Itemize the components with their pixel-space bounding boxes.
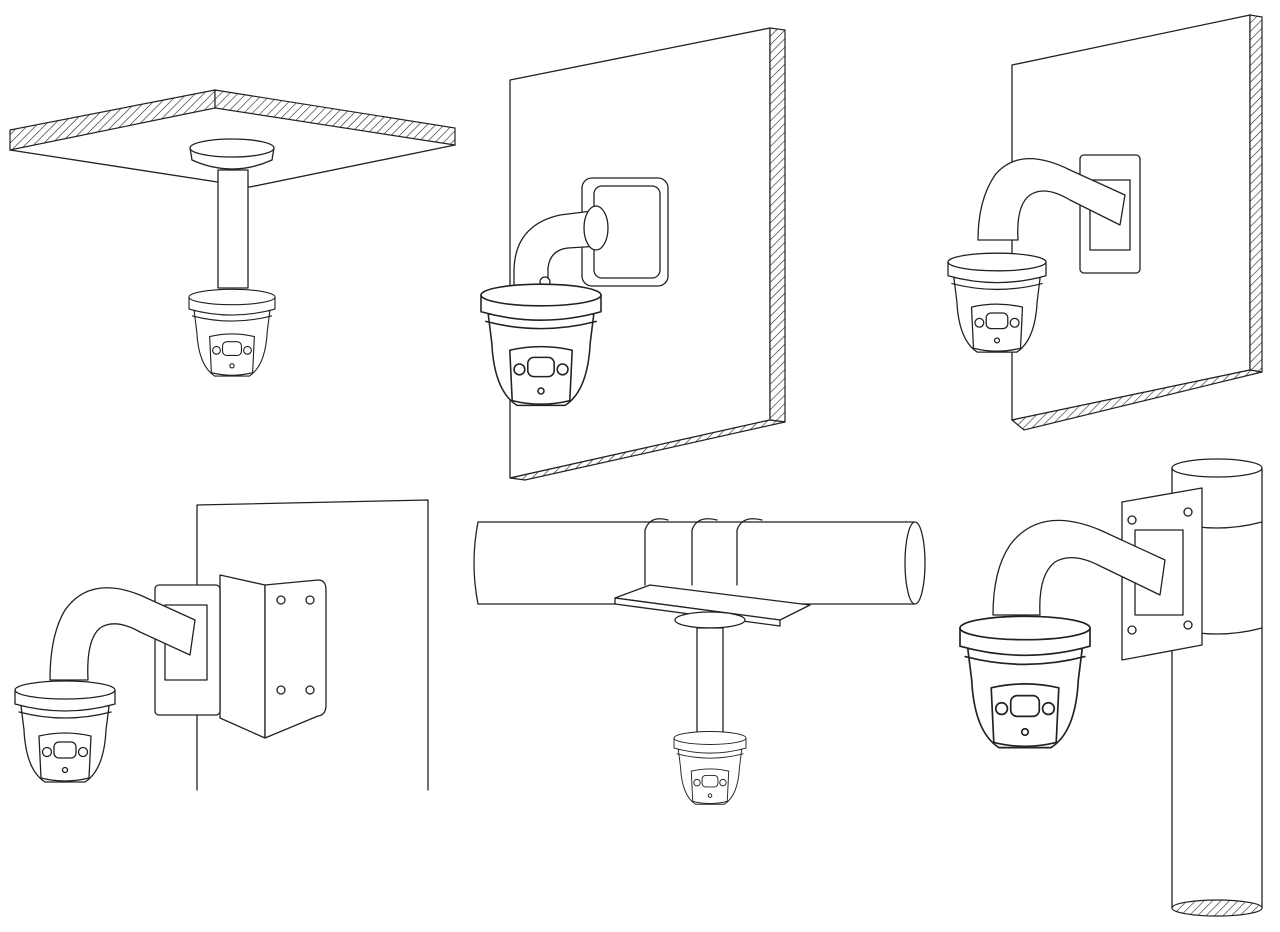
plate-bolt xyxy=(1127,625,1137,635)
camera-sensor xyxy=(707,793,713,798)
wall-bottom xyxy=(509,419,786,481)
camera-sensor xyxy=(537,387,545,395)
ceiling-pole xyxy=(217,169,249,289)
wall-plate-recess xyxy=(1089,179,1131,251)
ceiling-underside xyxy=(9,144,456,188)
pipe-mount-panel xyxy=(473,518,926,805)
pole-mount-panel xyxy=(959,458,1263,917)
camera-lens xyxy=(221,341,243,357)
wall-junction-box-panel xyxy=(480,27,786,481)
corner-mount-panel xyxy=(14,499,429,791)
gooseneck-arm xyxy=(49,587,196,681)
camera xyxy=(673,731,747,805)
wall-bottom xyxy=(1010,369,1263,431)
camera-band-line xyxy=(485,320,597,330)
camera-lens xyxy=(985,312,1009,330)
pipe-strap xyxy=(736,518,763,586)
pipe-pole xyxy=(696,627,724,734)
corner-bracket-front xyxy=(219,574,266,739)
camera-ir-led xyxy=(719,778,727,787)
camera-ir-led xyxy=(77,746,89,758)
camera xyxy=(14,680,116,783)
camera-band-line xyxy=(18,711,112,719)
camera-sensor xyxy=(61,766,69,774)
camera-ir-led xyxy=(41,746,53,758)
camera-top-disc xyxy=(673,731,747,745)
camera-ir-led xyxy=(693,778,701,787)
gooseneck-arm xyxy=(992,519,1166,616)
camera-band-line xyxy=(951,282,1043,291)
camera-lens xyxy=(53,741,77,759)
camera-ir-led xyxy=(243,345,252,355)
wall-arm-panel xyxy=(947,14,1263,431)
wall-edge xyxy=(769,27,786,423)
camera-ir-led xyxy=(994,701,1009,716)
camera-lens xyxy=(527,356,555,378)
mount-flange xyxy=(674,611,746,629)
camera-ir-led xyxy=(556,363,569,376)
gooseneck-arm xyxy=(977,158,1126,241)
camera xyxy=(480,283,602,407)
camera-ir-led xyxy=(974,317,985,328)
camera-top-disc xyxy=(14,680,116,700)
camera-lens xyxy=(701,774,719,788)
pole-cut-section xyxy=(1171,899,1263,917)
camera-ir-led xyxy=(1041,701,1056,716)
pipe-strap xyxy=(691,518,718,586)
plate-bolt xyxy=(1127,515,1137,525)
arm-flange xyxy=(583,205,609,251)
camera-top-disc xyxy=(480,283,602,307)
camera-top-disc xyxy=(947,252,1047,272)
bracket-bolt xyxy=(305,595,315,605)
plate-bolt xyxy=(1183,507,1193,517)
camera-sensor xyxy=(993,337,1001,344)
bracket-bolt xyxy=(276,685,286,695)
camera-band-line xyxy=(676,753,744,759)
camera-band-line xyxy=(191,315,273,322)
camera xyxy=(947,252,1047,353)
camera-sensor xyxy=(1020,727,1030,737)
ceiling-bracket-top xyxy=(189,138,275,158)
corner-bracket-side xyxy=(264,579,327,739)
camera-ir-led xyxy=(212,345,221,355)
ceiling-mount-panel xyxy=(9,89,456,377)
ceiling-slab-right xyxy=(214,89,456,146)
pole-top xyxy=(1171,458,1263,478)
camera xyxy=(188,288,276,377)
camera-ir-led xyxy=(513,363,526,376)
pipe-strap xyxy=(644,518,669,586)
camera xyxy=(959,615,1091,749)
bracket-bolt xyxy=(305,685,315,695)
camera-top-disc xyxy=(188,288,276,306)
camera-ir-led xyxy=(1009,317,1020,328)
bracket-bolt xyxy=(276,595,286,605)
plate-bolt xyxy=(1183,620,1193,630)
wall-edge xyxy=(1249,14,1263,373)
ceiling-slab-left xyxy=(9,89,216,151)
camera-sensor xyxy=(229,363,235,369)
camera-band-line xyxy=(964,655,1086,666)
pipe-end xyxy=(904,521,926,605)
camera-top-disc xyxy=(959,615,1091,641)
camera-lens xyxy=(1009,694,1041,718)
